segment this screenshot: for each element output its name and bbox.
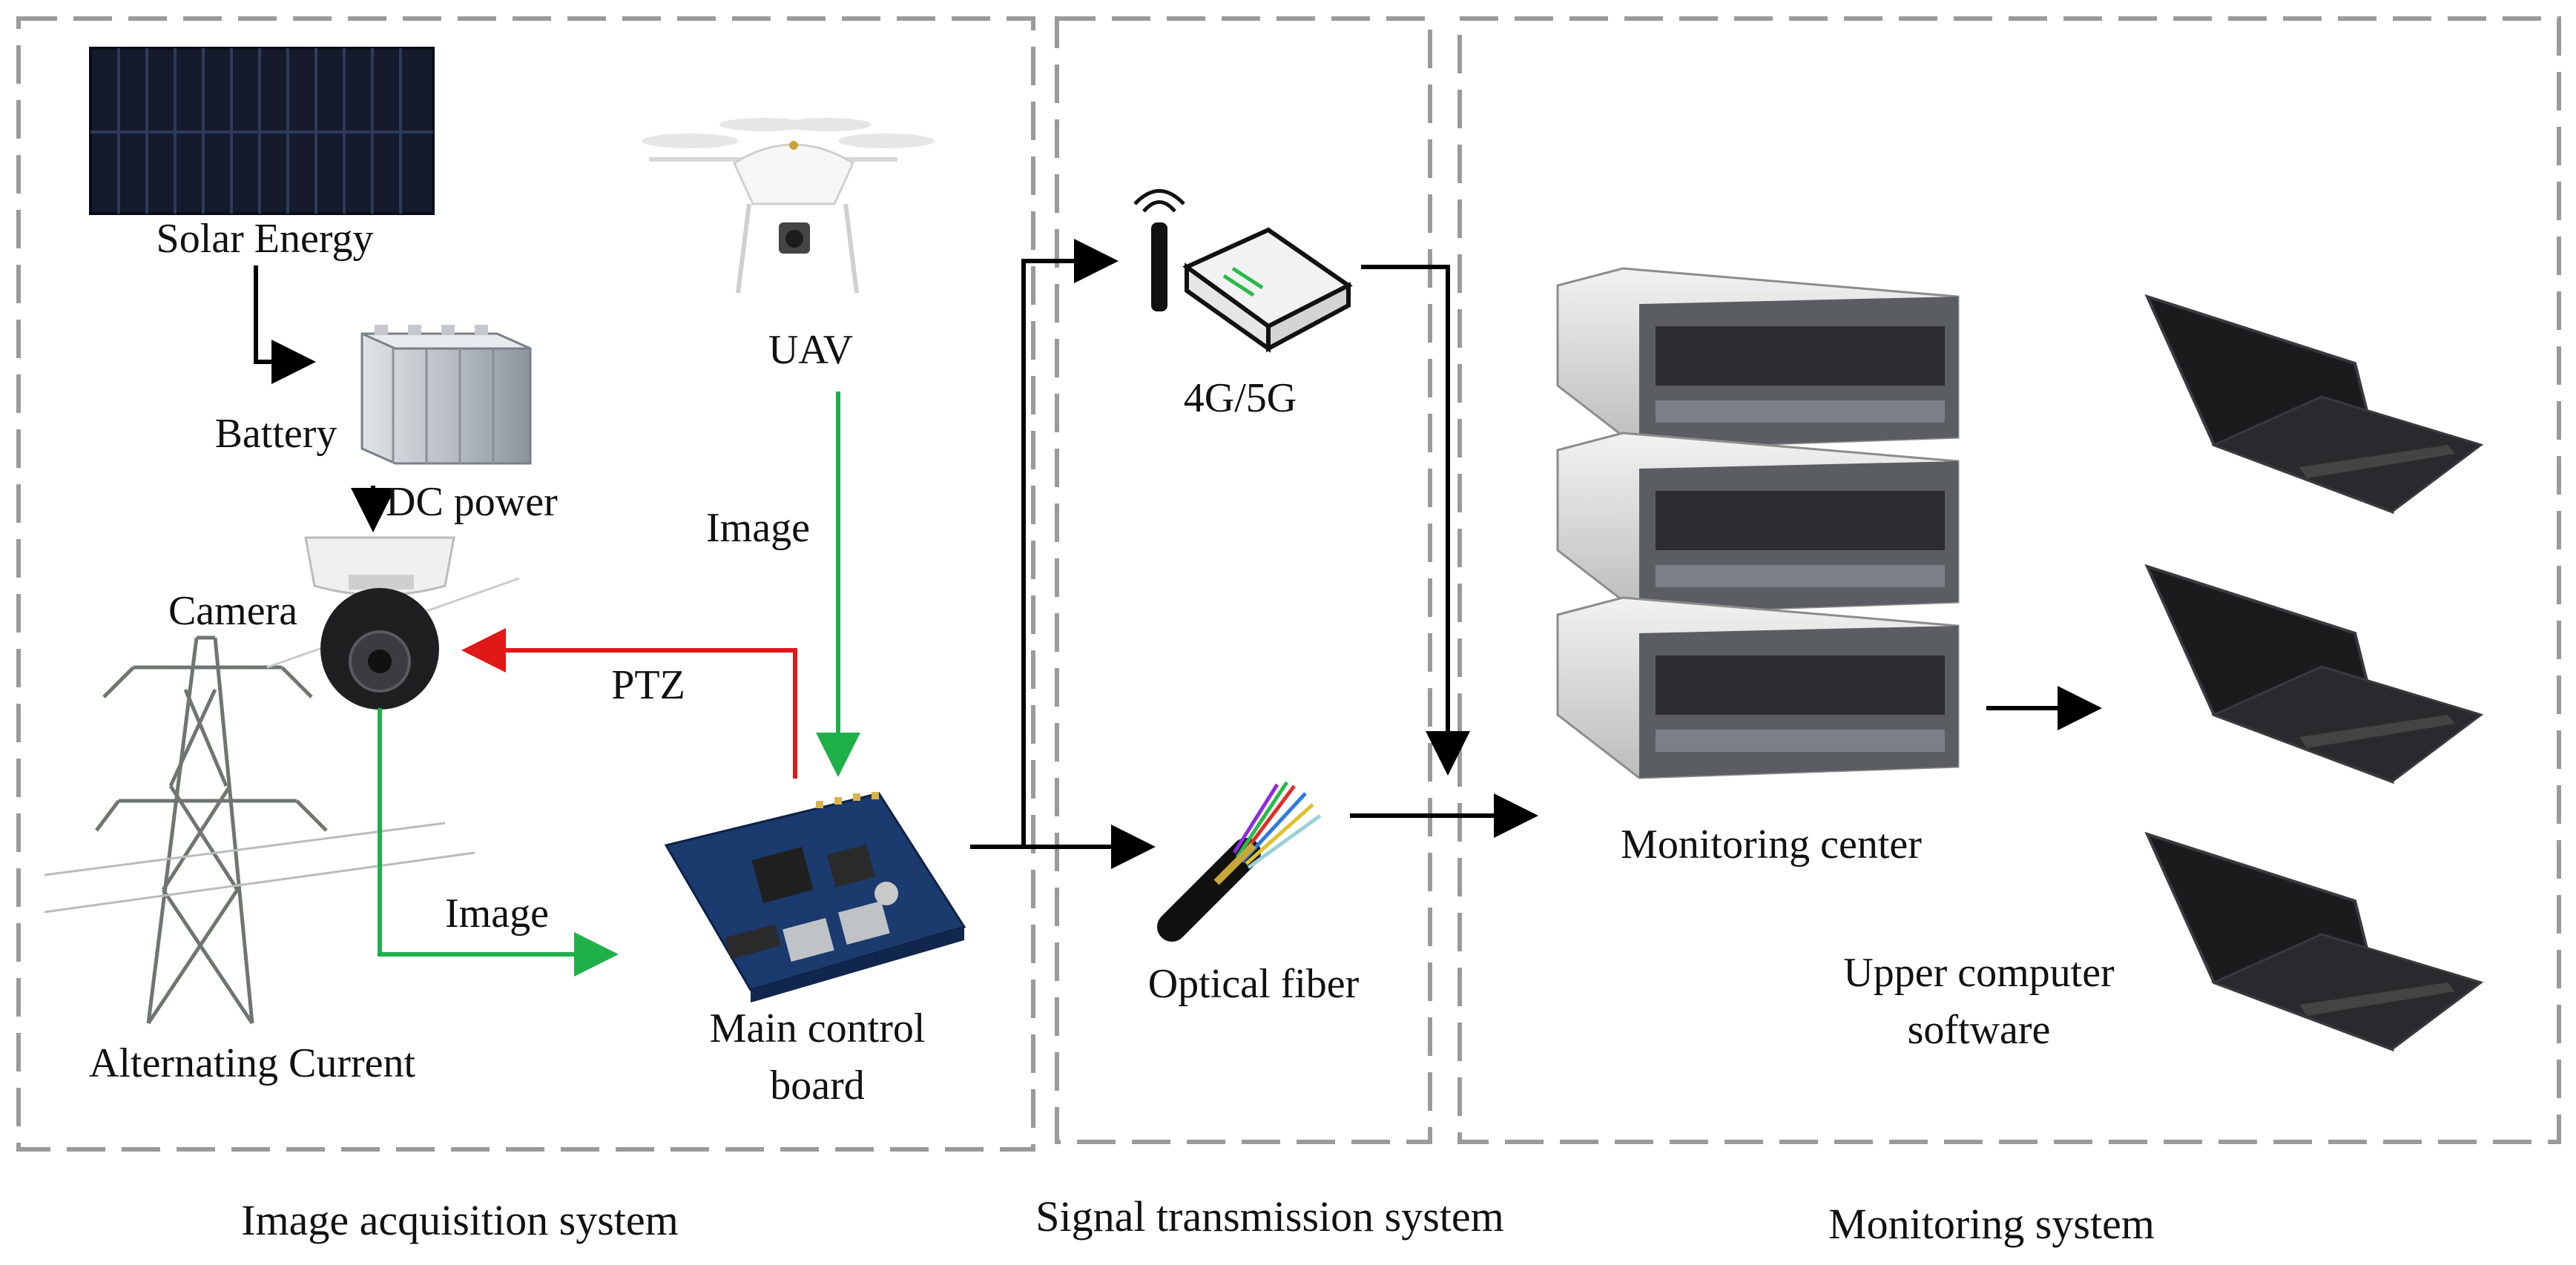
- server-rack-icon: [1556, 267, 1960, 779]
- fiber-label: Optical fiber: [1148, 961, 1360, 1007]
- solar-panel-icon: [89, 47, 435, 215]
- acquisition-frame: [16, 16, 1035, 1152]
- transmission-tower-icon: [44, 577, 520, 1025]
- ac-label: Alternating Current: [89, 1040, 416, 1086]
- laptop-icon: [2144, 294, 2484, 1052]
- battery-icon: [360, 325, 532, 465]
- network-to-center-arrow: [1361, 265, 1470, 776]
- camera-label: Camera: [168, 588, 297, 634]
- uav-image-label: Image: [706, 505, 810, 551]
- uav-label: UAV: [768, 327, 853, 373]
- network-label: 4G/5G: [1184, 375, 1297, 421]
- solar-label: Solar Energy: [157, 216, 374, 262]
- ptz-label: PTZ: [611, 662, 685, 708]
- ptz-camera-icon: [304, 536, 455, 710]
- monitoring-frame: [1457, 16, 2561, 1144]
- fiber-cable-icon: [1157, 781, 1322, 942]
- software-label-line1: Upper computer: [1843, 950, 2115, 996]
- board-label-line2: board: [770, 1063, 865, 1109]
- wireless-router-icon: [1133, 189, 1353, 353]
- transmission-frame: [1055, 16, 1432, 1144]
- transmission-system-title: Signal transmission system: [1035, 1192, 1504, 1241]
- monitoring-system-title: Monitoring system: [1828, 1200, 2155, 1248]
- center-label: Monitoring center: [1621, 822, 1922, 868]
- solar-to-battery-arrow: [254, 265, 316, 384]
- battery-label: Battery: [215, 411, 337, 457]
- ptz-control-arrow: [461, 628, 797, 779]
- circuit-board-icon: [664, 792, 966, 1003]
- board-to-network-arrow: [1021, 239, 1119, 847]
- dc-power-label: DC power: [386, 479, 558, 525]
- drone-icon: [642, 118, 935, 294]
- camera-image-label: Image: [445, 891, 549, 937]
- software-label-line2: software: [1908, 1007, 2051, 1053]
- acquisition-system-title: Image acquisition system: [241, 1196, 679, 1244]
- board-label-line1: Main control: [710, 1005, 926, 1051]
- camera-image-arrow: [378, 708, 619, 977]
